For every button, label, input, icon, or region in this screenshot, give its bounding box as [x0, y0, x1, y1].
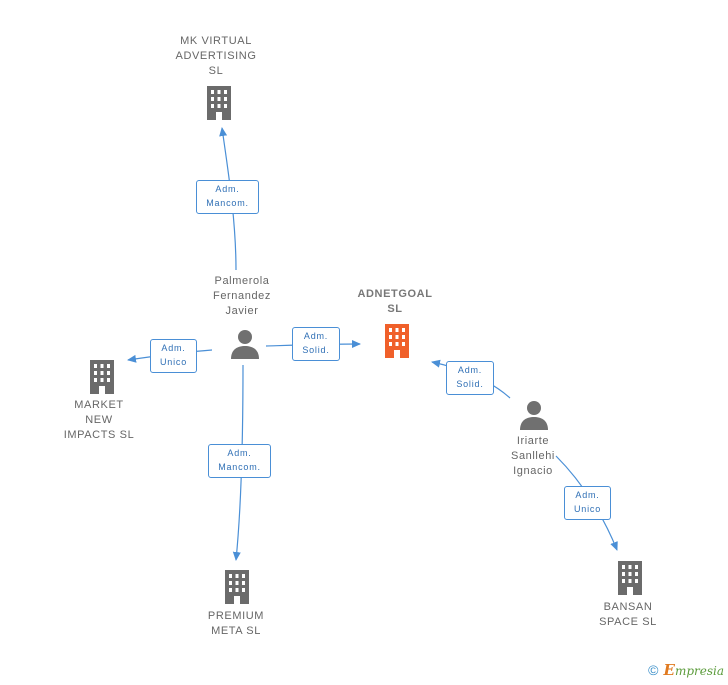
- edge-badge-adm-solid[interactable]: Adm. Solid.: [292, 327, 340, 361]
- node-label-bansan[interactable]: BANSAN SPACE SL: [599, 601, 657, 628]
- edge-badge-adm-unico[interactable]: Adm. Unico: [564, 486, 611, 520]
- edge-badge-adm-solid[interactable]: Adm. Solid.: [446, 361, 494, 395]
- building-icon[interactable]: [86, 358, 118, 399]
- node-label-premium-meta[interactable]: PREMIUM META SL: [207, 610, 265, 637]
- person-icon[interactable]: [230, 328, 260, 365]
- edge-badge-adm-unico[interactable]: Adm. Unico: [150, 339, 197, 373]
- building-icon[interactable]: [221, 568, 253, 609]
- person-icon[interactable]: [519, 399, 549, 436]
- edge-badge-adm-mancom[interactable]: Adm. Mancom.: [196, 180, 259, 214]
- building-icon[interactable]: [614, 559, 646, 600]
- node-label-adnetgoal[interactable]: ADNETGOAL SL: [357, 288, 433, 315]
- node-label-palmerola[interactable]: Palmerola Fernandez Javier: [213, 275, 271, 317]
- edge-badge-adm-mancom[interactable]: Adm. Mancom.: [208, 444, 271, 478]
- node-label-iriarte[interactable]: Iriarte Sanllehi Ignacio: [511, 435, 555, 477]
- empresia-credit[interactable]: © Empresia: [648, 661, 724, 679]
- building-icon-focus[interactable]: [381, 322, 413, 363]
- copyright-icon: ©: [648, 662, 659, 678]
- building-icon[interactable]: [203, 84, 235, 125]
- empresia-logo: Empresia: [663, 661, 725, 679]
- node-label-mk-virtual[interactable]: MK VIRTUAL ADVERTISING SL: [175, 35, 257, 77]
- node-label-market-new[interactable]: MARKET NEW IMPACTS SL: [63, 399, 135, 441]
